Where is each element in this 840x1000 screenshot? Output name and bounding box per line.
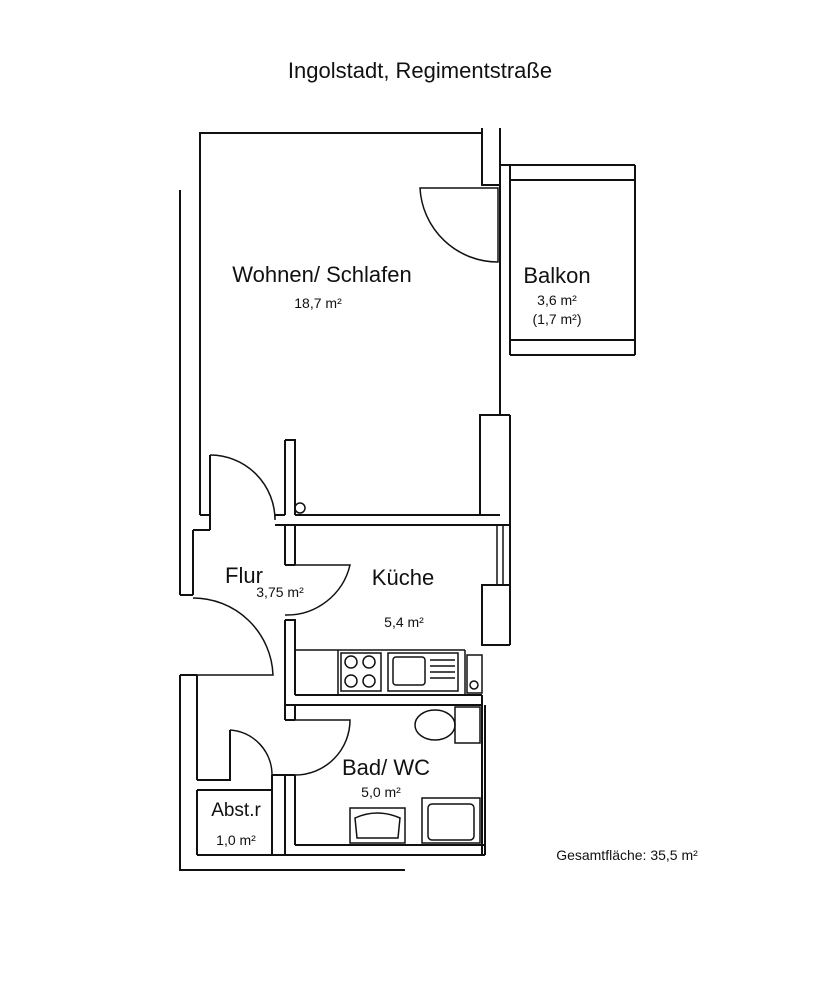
room-label-flur: Flur — [225, 563, 263, 588]
room-area-kueche: 5,4 m² — [384, 614, 424, 630]
room-area-abst: 1,0 m² — [216, 832, 256, 848]
walls — [179, 128, 511, 871]
door-entrance — [192, 597, 274, 676]
fridge — [466, 654, 483, 694]
door-storage — [229, 729, 273, 776]
stove — [340, 652, 382, 692]
room-label-balkon: Balkon — [523, 263, 590, 288]
door-kitchen — [284, 564, 351, 616]
total-area: Gesamtfläche: 35,5 m² — [556, 847, 698, 863]
toilet-tank — [454, 706, 481, 744]
shower — [421, 797, 481, 844]
toilet-bowl — [414, 709, 456, 741]
room-area-balkon-alt: (1,7 m²) — [533, 311, 582, 327]
door-bath — [294, 719, 351, 776]
room-area-balkon: 3,6 m² — [537, 292, 577, 308]
door-balcony — [419, 187, 499, 263]
room-label-wohnen: Wohnen/ Schlafen — [232, 262, 411, 287]
room-area-wohnen: 18,7 m² — [294, 295, 342, 311]
bath-fixtures — [349, 706, 481, 844]
column-marker — [294, 502, 306, 514]
plan-title: Ingolstadt, Regimentstraße — [288, 58, 552, 83]
room-area-bad: 5,0 m² — [361, 784, 401, 800]
doors — [192, 187, 499, 776]
room-label-bad: Bad/ WC — [342, 755, 430, 780]
kitchen-sink — [387, 652, 459, 692]
balcony — [500, 164, 636, 356]
room-label-abst: Abst.r — [211, 800, 261, 821]
room-label-kueche: Küche — [372, 565, 434, 590]
washbasin — [349, 807, 406, 844]
kitchen-counter — [295, 649, 483, 695]
door-living — [209, 454, 276, 521]
room-area-flur: 3,75 m² — [256, 584, 304, 600]
